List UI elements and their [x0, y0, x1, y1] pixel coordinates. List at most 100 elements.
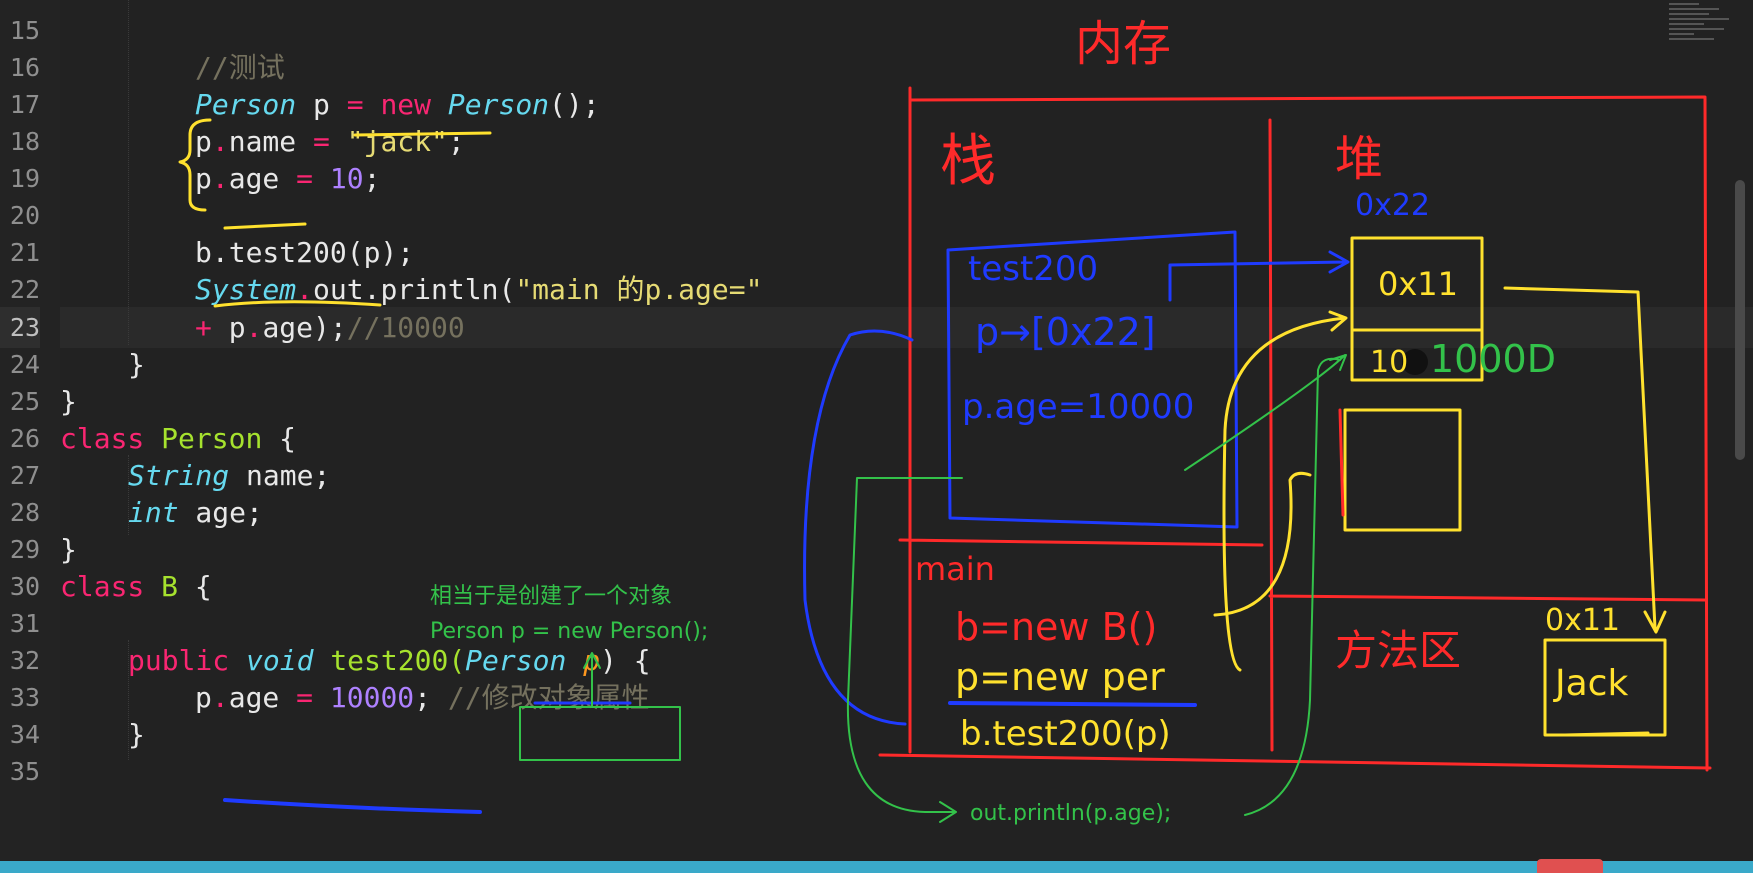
code-line-19[interactable]: p.age = 10;: [195, 158, 380, 199]
minimap-line: [1669, 3, 1699, 5]
line-number: 35: [9, 757, 40, 786]
line-number: 16: [9, 53, 40, 82]
punct-token: ;: [363, 162, 381, 195]
keyword-token: new: [380, 88, 432, 121]
number-token: 10000: [329, 681, 415, 714]
line-number: 32: [9, 646, 40, 675]
operator-token: .: [211, 162, 229, 195]
green-arrow-print-to-heap: [1244, 357, 1341, 816]
note-line-1: 相当于是创建了一个对象: [430, 584, 673, 609]
operator-token: =: [279, 681, 330, 714]
operator-token: =: [279, 162, 330, 195]
type-token: int: [128, 496, 179, 529]
field-token: age: [228, 162, 280, 195]
code-line-23[interactable]: + p.age);//10000: [195, 307, 465, 348]
main-call-label: b.test200(p): [960, 714, 1171, 754]
code-line-24[interactable]: }: [128, 344, 145, 385]
green-param-box: [519, 706, 681, 761]
field-token: age);: [262, 311, 347, 344]
blue-underline: [223, 798, 482, 814]
minimap-line: [1669, 18, 1729, 20]
main-underline: [948, 701, 1197, 707]
line-number-gutter: [0, 0, 60, 873]
main-b-label: b=new B(): [955, 605, 1157, 649]
blue-arrow-frame-to-heap: [1168, 250, 1350, 302]
yellow-arrow-b-to-heap: [1213, 471, 1312, 617]
field-decl: name;: [229, 459, 331, 492]
line-number: 21: [9, 238, 40, 267]
yellow-arrow-name-to-method: [1503, 286, 1667, 634]
operator-token: .: [211, 125, 229, 158]
line-number: 19: [9, 164, 40, 193]
green-arrow-pref-to-heap: [1184, 354, 1347, 471]
statement: b.test200(p);: [195, 236, 415, 269]
method-name-token: test200(: [330, 644, 466, 677]
class-name-token: Person: [161, 422, 263, 455]
operator-token: .: [245, 311, 263, 344]
number-token: 10: [329, 162, 364, 195]
heap-label: 堆: [1335, 131, 1383, 187]
code-line-21[interactable]: b.test200(p);: [195, 232, 414, 273]
var-token: p: [195, 681, 212, 714]
code-line-29[interactable]: }: [60, 529, 77, 570]
code-line-33[interactable]: p.age = 10000; //修改对象属性: [195, 677, 650, 718]
code-line-28[interactable]: int age;: [128, 492, 263, 533]
comment: //修改对象属性: [447, 681, 650, 714]
punct-token: ;: [414, 681, 432, 714]
main-label: main: [915, 550, 995, 588]
memory-title: 内存: [1075, 16, 1171, 72]
heap-old-slot: [1338, 408, 1345, 517]
line-number: 28: [9, 498, 40, 527]
method-area-label: 方法区: [1335, 626, 1461, 675]
type-token: Person: [447, 88, 550, 121]
var-token: p: [195, 162, 212, 195]
var-token: p: [211, 311, 246, 344]
code-line-26[interactable]: class Person {: [60, 418, 296, 459]
code-line-27[interactable]: String name;: [128, 455, 330, 496]
brace-token: }: [128, 718, 145, 751]
memory-frame: [878, 86, 1712, 772]
scrollbar-thumb[interactable]: [1735, 180, 1745, 460]
note-creates-object: 相当于是创建了一个对象: [430, 583, 672, 611]
line-number: 20: [9, 201, 40, 230]
punct-token: ) {: [600, 644, 651, 677]
yellow-underline: [353, 131, 492, 137]
status-bar: [0, 861, 1753, 873]
heap-dot: [1402, 349, 1428, 375]
operator-token: =: [296, 125, 347, 158]
brace-token: {: [178, 570, 212, 603]
p-ref-label: p→[0x22]: [975, 310, 1156, 354]
heap-cell-old: 10: [1370, 345, 1408, 380]
minimap-line: [1669, 33, 1694, 35]
line-number: 18: [9, 127, 40, 156]
field-token: name: [228, 125, 297, 158]
brace-token: }: [60, 533, 77, 566]
line-number: 24: [9, 350, 40, 379]
code-line-30[interactable]: class B {: [60, 566, 212, 607]
line-number: 15: [9, 16, 40, 45]
param-type-token: Person: [465, 644, 567, 677]
code-line-17[interactable]: Person p = new Person();: [195, 84, 600, 125]
line-number-active: 23: [0, 307, 40, 348]
status-badge[interactable]: [1537, 859, 1603, 873]
brace-token: {: [262, 422, 297, 455]
operator-token: .: [211, 681, 229, 714]
minimap-line: [1669, 38, 1714, 40]
indent-guide: [128, 455, 129, 535]
code-line-34[interactable]: }: [128, 714, 145, 755]
yellow-brace: [178, 118, 212, 212]
yellow-arrow-p-to-heap: [1222, 310, 1348, 672]
test200-frame: [946, 230, 1239, 529]
minimap[interactable]: [1663, 0, 1753, 120]
keyword-token: public: [128, 644, 230, 677]
brace-token: }: [128, 348, 145, 381]
code-line-25[interactable]: }: [60, 381, 77, 422]
var-token: p: [313, 88, 330, 121]
minimap-line: [1669, 13, 1709, 15]
keyword-token: class: [60, 570, 145, 603]
keyword-token: class: [60, 422, 145, 455]
code-line-16[interactable]: //测试: [195, 47, 285, 88]
method-addr-label: 0x11: [1545, 603, 1620, 638]
